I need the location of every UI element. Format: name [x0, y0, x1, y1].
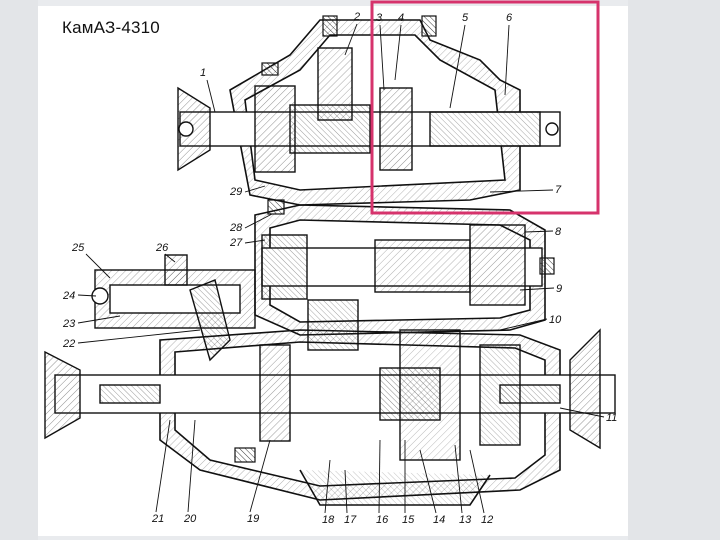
bolts	[234, 15, 555, 463]
callout-27: 27	[229, 237, 243, 249]
callout-25: 25	[71, 242, 85, 254]
callout-15: 15	[402, 514, 415, 526]
callout-24: 24	[62, 290, 75, 302]
intermediate-shaft	[261, 224, 543, 351]
callout-16: 16	[376, 514, 389, 526]
callout-14: 14	[433, 514, 445, 526]
callout-21: 21	[151, 513, 164, 525]
callout-2: 2	[353, 11, 360, 23]
callout-28: 28	[229, 222, 243, 234]
background-right	[628, 0, 720, 540]
callout-1: 1	[200, 67, 206, 79]
callout-4: 4	[398, 12, 404, 24]
leader-lines	[77, 23, 605, 514]
callout-23: 23	[62, 318, 76, 330]
callout-17: 17	[344, 514, 357, 526]
callout-22: 22	[62, 338, 75, 350]
callout-20: 20	[183, 513, 197, 525]
callout-12: 12	[481, 514, 493, 526]
callout-19: 19	[247, 513, 259, 525]
callout-3: 3	[376, 12, 383, 24]
input-shaft	[177, 47, 561, 173]
callout-10: 10	[549, 314, 562, 326]
callout-7: 7	[555, 184, 562, 196]
page-title: КамАЗ-4310	[62, 18, 160, 37]
callout-6: 6	[506, 12, 513, 24]
callout-9: 9	[556, 283, 562, 295]
callout-29: 29	[229, 186, 242, 198]
highlight-frame	[370, 0, 600, 215]
shift-mechanism	[91, 254, 256, 362]
callout-13: 13	[459, 514, 472, 526]
callout-26: 26	[155, 242, 169, 254]
background-left	[0, 0, 38, 540]
callout-18: 18	[322, 514, 335, 526]
output-shaft	[44, 328, 616, 461]
callout-5: 5	[462, 12, 469, 24]
callout-labels: 1 2 3 4 5 6 7 8 9 10 11 12 13 14 15 16 1…	[62, 11, 617, 526]
callout-8: 8	[555, 226, 562, 238]
callout-11: 11	[606, 412, 617, 424]
